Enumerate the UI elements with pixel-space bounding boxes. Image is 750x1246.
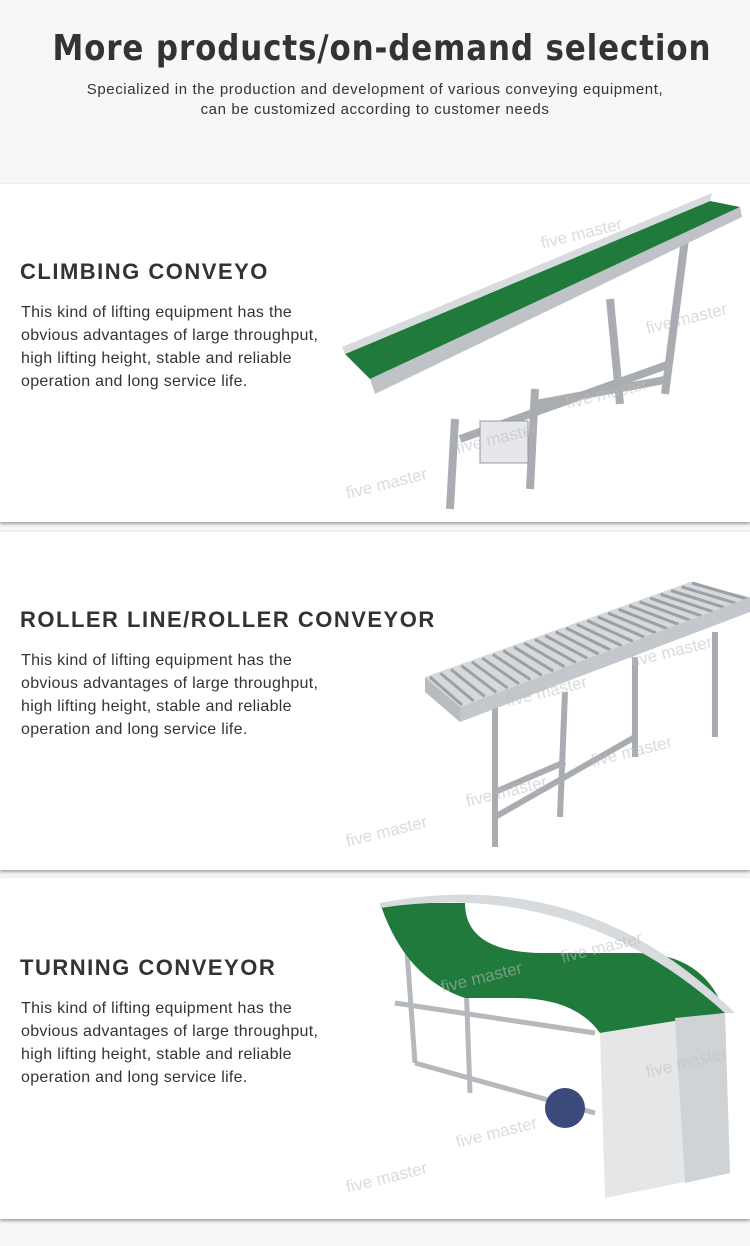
page-subtitle: Specialized in the production and develo… bbox=[0, 80, 750, 120]
roller bbox=[618, 607, 668, 631]
roller bbox=[439, 672, 475, 702]
roller bbox=[502, 649, 543, 677]
product-description: This kind of lifting equipment has the o… bbox=[21, 304, 319, 390]
product-title: ROLLER LINE/ROLLER CONVEYOR bbox=[20, 607, 436, 632]
roller bbox=[513, 645, 554, 673]
roller bbox=[691, 581, 748, 601]
roller bbox=[429, 675, 463, 707]
roller bbox=[460, 664, 498, 694]
roller bbox=[544, 634, 589, 660]
product-card-turning: TURNING CONVEYOR This kind of lifting eq… bbox=[0, 877, 750, 1219]
product-title: TURNING CONVEYOR bbox=[20, 955, 277, 980]
roller bbox=[471, 660, 509, 690]
product-description: This kind of lifting equipment has the o… bbox=[21, 652, 319, 738]
subtitle-line-2: can be customized according to customer … bbox=[200, 101, 550, 118]
roller bbox=[597, 615, 645, 639]
roller bbox=[450, 668, 486, 698]
roller bbox=[607, 611, 657, 635]
product-card-roller: ROLLER LINE/ROLLER CONVEYOR This kind of… bbox=[0, 531, 750, 870]
roller bbox=[628, 604, 680, 626]
roller bbox=[660, 592, 714, 614]
product-description: This kind of lifting equipment has the o… bbox=[21, 1000, 319, 1086]
roller bbox=[555, 630, 600, 656]
roller bbox=[576, 623, 623, 647]
roller bbox=[681, 585, 737, 605]
header: More products/on-demand selection Specia… bbox=[0, 0, 750, 180]
page-title: More products/on-demand selection bbox=[52, 28, 712, 69]
watermark: five master bbox=[343, 812, 430, 851]
roller bbox=[639, 600, 691, 622]
climbing-conveyor-image bbox=[342, 193, 742, 510]
product-card-climbing: CLIMBING CONVEYO This kind of lifting eq… bbox=[0, 183, 750, 522]
roller bbox=[523, 641, 566, 669]
roller bbox=[565, 626, 611, 652]
roller bbox=[586, 619, 634, 643]
roller bbox=[649, 596, 702, 618]
product-title: CLIMBING CONVEYO bbox=[20, 259, 269, 284]
roller bbox=[534, 638, 577, 664]
roller-conveyor-image bbox=[425, 581, 750, 847]
subtitle-line-1: Specialized in the production and develo… bbox=[86, 81, 664, 98]
roller bbox=[481, 656, 520, 686]
roller bbox=[492, 653, 532, 681]
roller bbox=[670, 589, 725, 609]
turning-conveyor-image bbox=[380, 894, 735, 1198]
